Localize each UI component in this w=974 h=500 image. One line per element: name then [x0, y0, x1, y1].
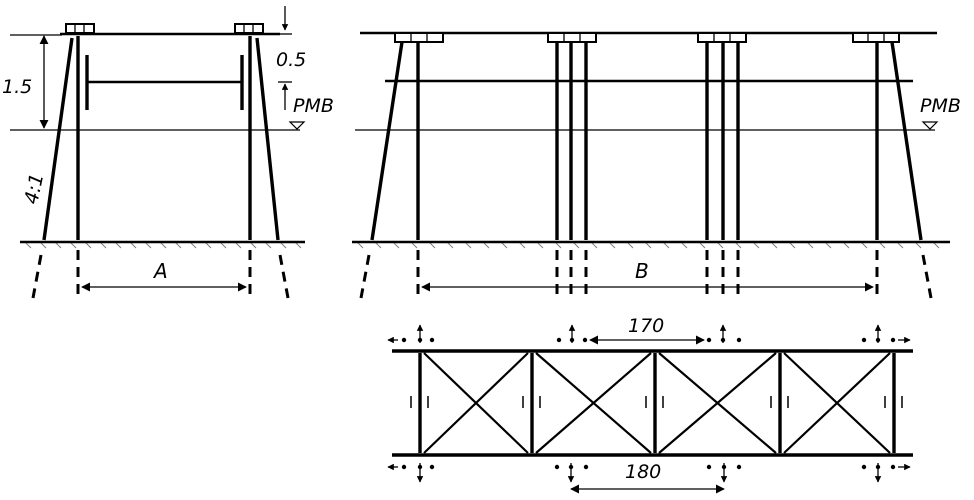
label-span-a: A [152, 259, 168, 283]
bearing-block [234, 23, 264, 34]
bearing-block [65, 23, 95, 34]
bracing-diagonal [783, 352, 891, 454]
pile-markers-top [387, 324, 911, 344]
label-slope: 4:1 [20, 172, 48, 206]
bearing-block [394, 32, 444, 43]
pile-raked [890, 41, 923, 241]
pile-raked [255, 37, 280, 241]
bracing-diagonal [658, 352, 777, 454]
pile-embedded [921, 254, 933, 299]
label-dim-bottom: 180 [625, 461, 661, 483]
label-span-b: B [635, 259, 649, 283]
bracing-diagonal [535, 352, 652, 454]
bearing-block [697, 32, 747, 43]
pile-raked [370, 41, 404, 241]
pile-raked [42, 37, 74, 241]
label-height-total: 1.5 [2, 76, 32, 98]
label-height-top: 0.5 [276, 49, 306, 71]
elevation-view: PMB B [352, 31, 961, 299]
water-level-marker [921, 121, 939, 130]
label-dim-top: 170 [628, 315, 664, 337]
bracing-diagonal [423, 352, 529, 454]
label-water-level: PMB [920, 95, 961, 117]
bearing-block [852, 32, 900, 43]
plan-view: 170 180 [387, 315, 913, 494]
label-water-level: PMB [293, 95, 334, 117]
cross-section-view: 1.5 0.5 PMB 4:1 A [2, 6, 334, 299]
pile-markers-bottom [387, 463, 911, 483]
pile-embedded [31, 254, 43, 299]
water-level-marker [288, 121, 306, 130]
bearing-block [547, 32, 597, 43]
pile-embedded [359, 254, 371, 299]
pile-embedded [278, 254, 290, 299]
